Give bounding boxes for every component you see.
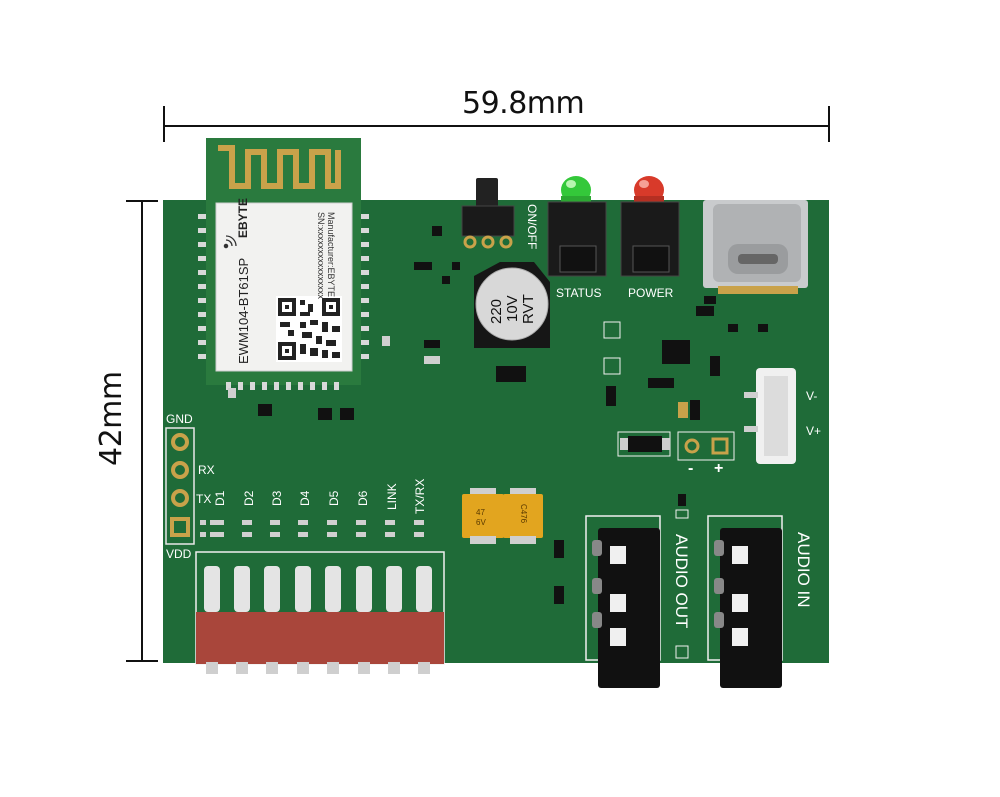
- height-dimension-line: [126, 200, 158, 662]
- led-d5-label: D5: [327, 490, 341, 506]
- module-pads: [198, 214, 369, 390]
- tantalum-1-label: 47 6V: [476, 508, 486, 527]
- module-brand-label: EBYTE: [236, 197, 250, 238]
- led-d4-label: D4: [298, 490, 312, 506]
- width-dimension: [162, 86, 832, 146]
- slide-switch: [461, 178, 515, 249]
- header-vdd-label: VDD: [166, 547, 192, 561]
- cap-voltage-label: 220: [488, 298, 505, 324]
- dip-switch: [195, 551, 445, 674]
- polarity-minus-label: -: [688, 460, 694, 477]
- height-dimension: [120, 198, 160, 664]
- led-d2-label: D2: [242, 490, 256, 506]
- polarity-plus-label: +: [714, 460, 724, 477]
- audio-in-jack: [707, 515, 783, 688]
- led-d1-label: D1: [213, 490, 227, 506]
- battery-minus-label: V-: [806, 389, 818, 403]
- led-d3-label: D3: [270, 490, 284, 506]
- module-manufacturer-label: Manufacturer:EBYTE: [326, 212, 336, 298]
- power-label: POWER: [628, 286, 674, 300]
- pin-header: [165, 427, 195, 545]
- cap-rating-label: 10V: [504, 295, 521, 322]
- audio-in-label: AUDIO IN: [794, 532, 813, 608]
- audio-out-label: AUDIO OUT: [672, 534, 691, 629]
- indicator-leds: [200, 520, 424, 537]
- switch-label: ON/OFF: [525, 204, 539, 250]
- battery-connector: [744, 368, 796, 464]
- cap-type-label: RVT: [520, 294, 537, 324]
- usb-c-connector: [703, 200, 808, 294]
- led-link-label: LINK: [385, 483, 399, 510]
- module-sn-label: SN:xxxxxxxxxxxxxxxx: [316, 212, 326, 300]
- header-rx-label: RX: [198, 463, 215, 477]
- status-led: [547, 176, 607, 277]
- header-gnd-label: GND: [166, 412, 193, 426]
- qr-code: [276, 296, 342, 362]
- tantalum-capacitors: [462, 488, 543, 544]
- power-led: [620, 176, 680, 277]
- header-tx-label: TX: [196, 492, 212, 506]
- ebyte-logo: [223, 235, 237, 249]
- battery-plus-label: V+: [806, 424, 822, 438]
- audio-out-jack: [585, 515, 661, 688]
- module-model-label: EWM104-BT61SP: [236, 257, 251, 364]
- led-txrx-label: TX/RX: [413, 478, 427, 514]
- status-label: STATUS: [556, 286, 602, 300]
- width-dimension-line: [163, 106, 830, 142]
- antenna-trace: [218, 145, 341, 189]
- tantalum-2-label: C476: [519, 504, 528, 524]
- led-d6-label: D6: [356, 490, 370, 506]
- polarity-header: [677, 431, 735, 461]
- smd-components: [228, 226, 768, 659]
- width-label: 59.8mm: [462, 86, 585, 121]
- electrolytic-capacitor: [474, 262, 550, 348]
